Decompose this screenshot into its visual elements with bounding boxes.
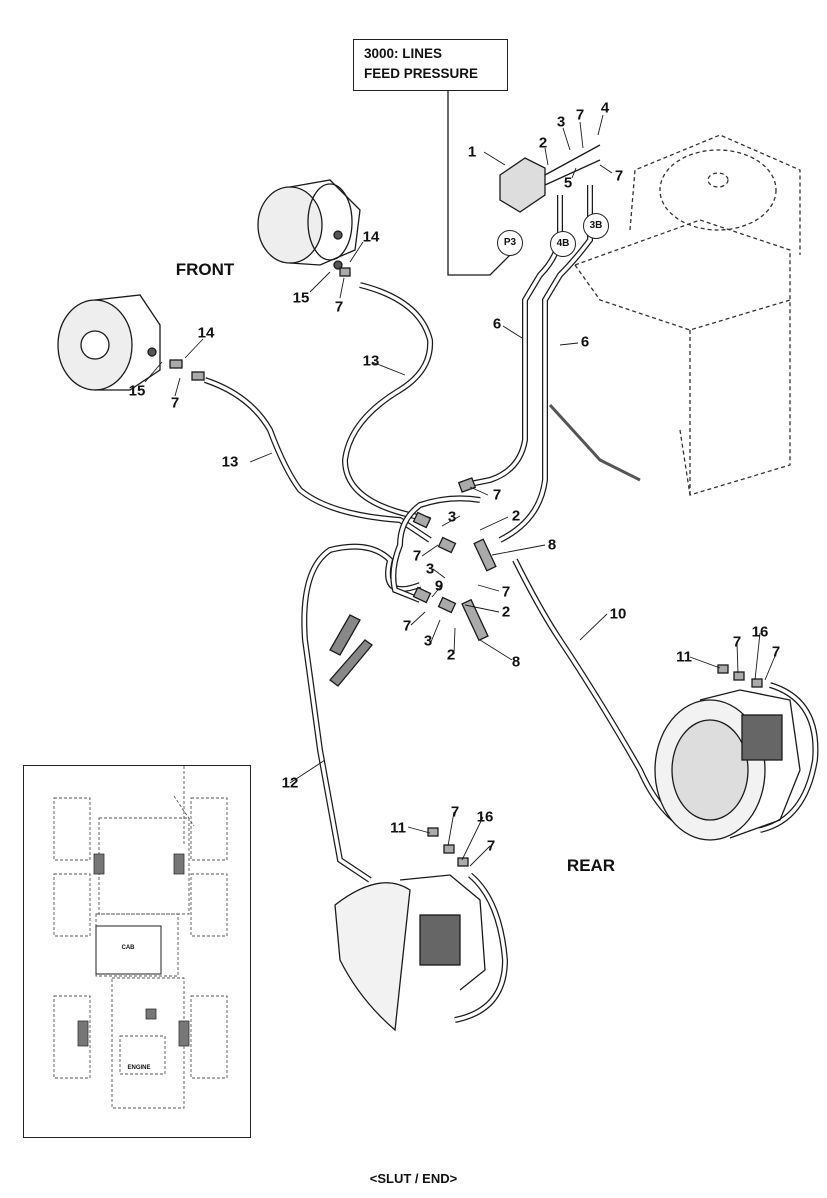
callout-7: 7 [732,633,742,651]
callout-7: 7 [501,583,511,601]
callout-7: 7 [412,547,422,565]
fittings-rear-right [717,664,763,688]
callout-14: 14 [362,228,380,246]
center-manifold [412,477,497,642]
hose-13b [204,377,432,543]
callout-4: 4 [600,99,610,117]
front-label: FRONT [175,260,235,279]
callout-7: 7 [334,298,344,316]
port-4b: 4B [550,231,576,257]
callout-7: 7 [492,486,502,504]
valve-block [499,144,601,213]
rear-right-motor [654,689,801,841]
engine-tag: ENGINE [127,1065,151,1071]
vehicle-overview-inset: CAB ENGINE [23,765,251,1138]
callout-12: 12 [281,774,299,792]
callout-9: 9 [434,577,444,595]
plate [329,614,361,656]
hose-6b-inner [499,185,592,542]
callout-2: 2 [446,646,456,664]
callout-16: 16 [476,808,494,826]
callout-13: 13 [221,453,239,471]
front-left-motor [57,294,161,391]
callout-3: 3 [556,113,566,131]
callout-7: 7 [771,643,781,661]
tank-strap [548,403,641,482]
callout-16: 16 [751,623,769,641]
callout-7: 7 [486,837,496,855]
hose-rear-left [454,872,509,1023]
callout-6: 6 [580,333,590,351]
title-leader-line [447,91,511,276]
callout-7: 7 [450,803,460,821]
callout-15: 15 [128,382,146,400]
vehicle-overview-drawing [53,766,228,1109]
fittings-front [169,267,351,381]
callout-7: 7 [575,106,585,124]
callout-8: 8 [511,653,521,671]
callout-5: 5 [563,174,573,192]
cab-tag: CAB [121,945,135,951]
title-line-2: FEED PRESSURE [364,66,479,81]
fittings-rear-left [427,827,469,867]
tank-outline [574,134,801,496]
callout-10: 10 [609,605,627,623]
callout-2: 2 [511,507,521,525]
callout-3: 3 [447,508,457,526]
title-box: 3000: LINES FEED PRESSURE [353,39,508,91]
callout-6: 6 [492,315,502,333]
leader-lines [144,114,776,867]
callout-2: 2 [501,603,511,621]
callout-3: 3 [423,632,433,650]
port-3b: 3B [583,213,609,239]
callout-2: 2 [538,134,548,152]
rear-label: REAR [566,856,616,875]
rear-left-motor [334,874,486,1032]
callout-7: 7 [402,617,412,635]
plate [329,639,373,687]
callout-3: 3 [425,560,435,578]
callout-11: 11 [676,648,692,666]
callout-14: 14 [197,324,215,342]
callout-7: 7 [170,394,180,412]
callout-8: 8 [547,536,557,554]
callout-13: 13 [362,352,380,370]
callout-15: 15 [292,289,310,307]
footer-end-marker: <SLUT / END> [369,1171,458,1186]
port-p3: P3 [497,230,523,256]
front-right-motor [257,179,361,270]
hose-13a [341,282,434,523]
callout-1: 1 [467,143,477,161]
callout-11: 11 [390,819,406,837]
callout-7: 7 [614,167,624,185]
title-line-1: 3000: LINES [364,46,443,61]
